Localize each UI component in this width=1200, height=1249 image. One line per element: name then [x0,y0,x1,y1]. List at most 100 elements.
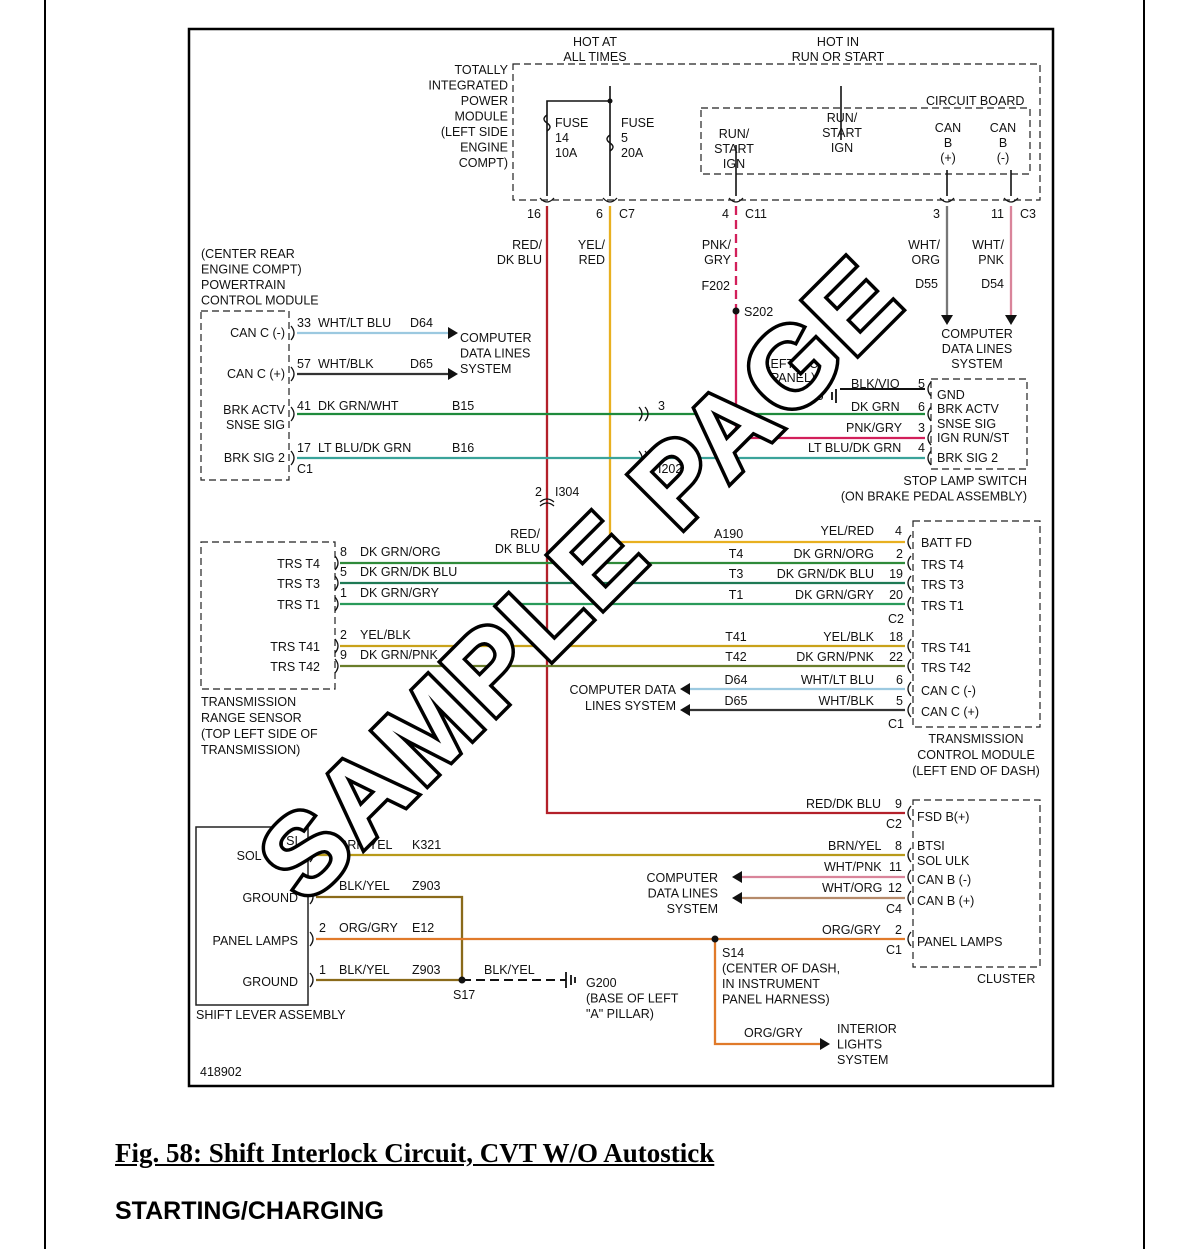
tcm-ckt: D64 [725,673,748,687]
sls-pin-6: 6 [918,400,925,414]
section-heading: STARTING/CHARGING [115,1197,384,1225]
inline-i304-pin: 2 [535,485,542,499]
tcm-box [912,520,1041,728]
tcm-wire-label: DK GRN/ORG [793,547,874,561]
sl-ckt-z903a: Z903 [412,879,441,893]
pcm-ckt-b15: B15 [452,399,474,413]
pcm-wire-3: DK GRN/WHT [318,399,399,413]
tcm-wire-label: DK GRN/PNK [796,650,874,664]
sl-wire-orggry-int: ORG/GRY [744,1026,803,1040]
cl-pin-9: 9 [895,797,902,811]
tcm-pin-4: 4 [895,524,902,538]
wire-label-red-dkblu: RED/DK BLU [497,238,543,267]
pcm-ckt-d64: D64 [410,316,433,330]
circuit-d54: D54 [981,277,1004,291]
stop-lamp-switch-box [930,378,1028,470]
cl-c1: C1 [886,943,902,957]
g200-label: G200(BASE OF LEFT"A" PILLAR) [586,976,679,1021]
cl-wire-fsd: RED/DK BLU [806,797,881,811]
tcm-terminal: TRS T3 [921,578,964,592]
tcm-pin: 5 [896,694,903,708]
circuit-d55: D55 [915,277,938,291]
wire-z903-a [316,895,464,980]
tcm-pin: 19 [889,567,903,581]
tcm-pin: 2 [896,547,903,561]
tcm-ckt: T1 [729,588,744,602]
tcm-ckt: D65 [725,694,748,708]
sl-panel: PANEL LAMPS [213,934,298,948]
pcm-pin-57: 57 [297,357,311,371]
tcm-terminal: CAN C (-) [921,684,976,698]
sls-wire-dk-grn: DK GRN [851,400,900,414]
sls-pin-3: 3 [918,421,925,435]
cl-canbpos: CAN B (+) [917,894,974,908]
sl-ckt-k321: K321 [412,838,441,852]
sls-pin-4: 4 [918,441,925,455]
page-left-rule [44,0,46,1249]
tcm-ckt: T41 [725,630,747,644]
tcm-ckt-a190: A190 [714,527,743,541]
sls-wire-blk-vio: BLK/VIO [851,377,900,391]
sl-wire-3: ORG/GRY [339,921,398,935]
splice-s17 [458,976,466,984]
tcm-wire-label: DK GRN/GRY [795,588,875,602]
sl-wire-2: BLK/YEL [339,879,390,893]
pcm-wire-4: LT BLU/DK GRN [318,441,411,455]
inline-i304: I304 [555,485,579,499]
splice-s17-label: S17 [453,988,475,1002]
cluster-box [912,799,1041,968]
wire-label-yel-red: YEL/RED [578,238,606,267]
pcm-c1: C1 [297,462,313,476]
sls-wire-ltblu: LT BLU/DK GRN [808,441,901,455]
trs-terminal: TRS T42 [270,660,320,674]
sl-ckt-e12: E12 [412,921,434,935]
trs-pin: 8 [340,545,347,559]
pin-6: 6 [596,207,603,221]
cl-fsd: FSD B(+) [917,810,969,824]
sls-brk-actv: BRK ACTV [937,402,999,416]
cl-pin-8: 8 [895,839,902,853]
trs-box [200,541,336,690]
diagram-frame [187,27,1055,1088]
tcm-terminal: TRS T41 [921,641,971,655]
trs-wire-label: DK GRN/GRY [360,586,440,600]
page-right-rule [1143,0,1145,1249]
tipm-box [512,63,1041,201]
trs-terminal: TRS T1 [277,598,320,612]
tcm-wire-label: DK GRN/DK BLU [777,567,874,581]
tcm-ckt: T3 [729,567,744,581]
pcm-ckt-b16: B16 [452,441,474,455]
stop-lamp-title: STOP LAMP SWITCH(ON BRAKE PEDAL ASSEMBLY… [841,474,1027,504]
cl-btsi: BTSI [917,839,945,853]
circuit-board-label: CIRCUIT BOARD [926,94,1024,108]
circuit-board-box [700,107,1031,175]
figure-caption: Fig. 58: Shift Interlock Circuit, CVT W/… [115,1138,715,1168]
pcm-box [200,310,290,481]
sl-pin-1: 1 [319,963,326,977]
tcm-terminal: CAN C (+) [921,705,979,719]
sl-pin-3: 3 [319,879,326,893]
pin-4: 4 [722,207,729,221]
cl-canbneg: CAN B (-) [917,873,971,887]
pcm-pin-17: 17 [297,441,311,455]
wire-org-gry-int [713,939,820,1046]
cl-wire-brn: BRN/YEL [828,839,882,853]
conn-c7: C7 [619,207,635,221]
